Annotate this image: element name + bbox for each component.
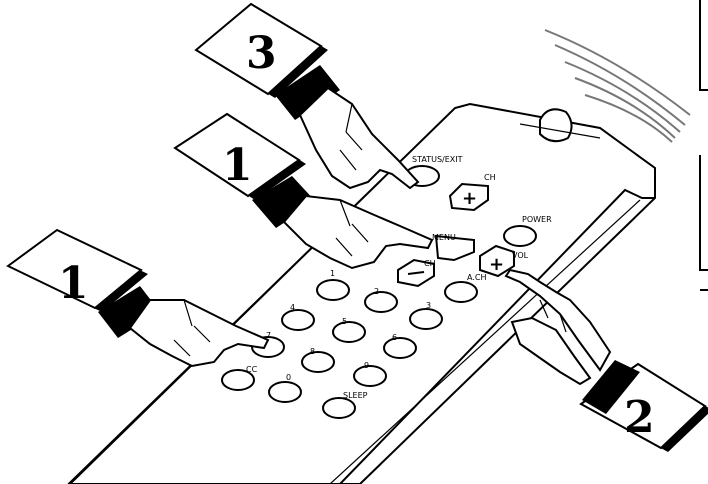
sleep-button[interactable]: [323, 398, 355, 418]
ch-top-label: CH: [484, 173, 496, 182]
digit-label-4: 4: [290, 303, 295, 312]
digit-label-1: 1: [330, 269, 335, 278]
step-card-1-keypad: 1: [8, 230, 268, 366]
vol-label: VOL: [512, 251, 529, 260]
digit-label-8: 8: [310, 347, 315, 356]
digit-button-6[interactable]: [384, 338, 416, 358]
digit-label-6: 6: [392, 333, 397, 342]
plus-icon: +: [489, 254, 504, 275]
ch-mid-label: CH: [424, 259, 436, 268]
digit-label-3: 3: [426, 301, 431, 310]
digit-button-5[interactable]: [333, 322, 365, 342]
digit-button-2[interactable]: [365, 292, 397, 312]
digit-label-5: 5: [342, 317, 347, 326]
power-button[interactable]: [504, 226, 536, 246]
digit-button-3[interactable]: [410, 309, 442, 329]
power-label: POWER: [522, 215, 552, 224]
step-number-1b: 1: [58, 258, 89, 309]
sleep-label: SLEEP: [343, 391, 368, 400]
plus-icon: +: [462, 188, 477, 209]
digit-button-4[interactable]: [282, 310, 314, 330]
step-number-1: 1: [222, 140, 253, 191]
digit-button-0[interactable]: [269, 382, 301, 402]
digit-button-8[interactable]: [302, 352, 334, 372]
digit-button-9[interactable]: [354, 366, 386, 386]
menu-label: MENU: [432, 233, 456, 242]
digit-button-1[interactable]: [317, 280, 349, 300]
digit-label-9: 9: [364, 361, 369, 370]
cc-label: CC: [246, 365, 258, 374]
digit-label-0: 0: [286, 373, 291, 382]
step-number-3: 3: [246, 28, 277, 79]
alt-ch-button[interactable]: [445, 282, 477, 302]
alt-ch-label: A.CH: [467, 273, 486, 282]
step-number-2: 2: [624, 392, 655, 443]
digit-label-2: 2: [374, 287, 379, 296]
frame-edge: [700, 0, 708, 290]
status-exit-label: STATUS/EXIT: [412, 155, 463, 164]
